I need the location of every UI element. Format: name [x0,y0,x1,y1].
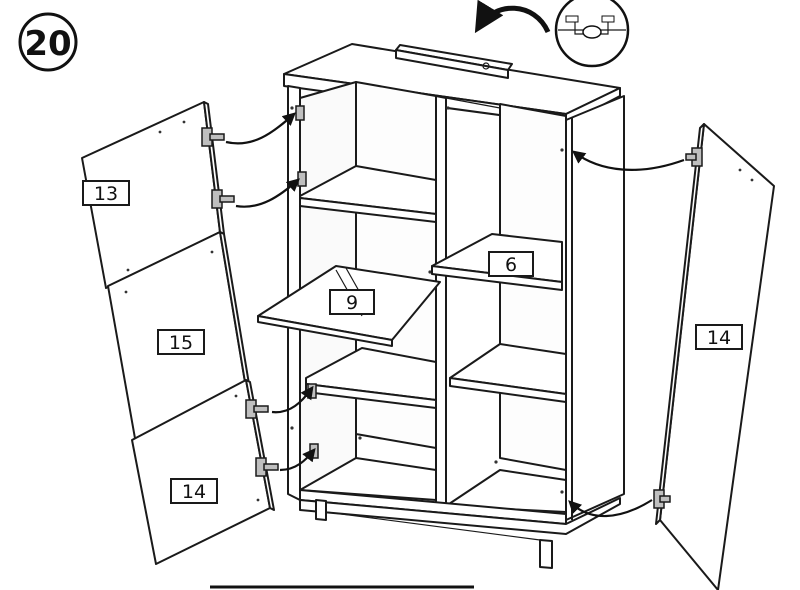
part-label-door-15: 15 [169,332,193,354]
door-hinges [201,127,703,509]
hinge-icon [685,147,703,167]
part-label-door-14-left: 14 [182,481,206,503]
door-14-right: 14 [655,123,775,590]
part-label-door-14-right: 14 [707,327,731,349]
shelf-9: 9 [257,265,441,347]
hinge-icon [201,127,225,147]
hinge-icon [653,489,671,509]
shelf-6: 6 [431,233,563,291]
rotate-hint [474,0,630,68]
hinge-icon [255,457,279,477]
hinge-icon [245,399,269,419]
assembly-arrows [225,112,685,518]
part-label-shelf-6: 6 [505,254,517,276]
part-label-door-13: 13 [94,183,118,205]
spirit-level-icon [395,44,513,79]
hinge-icon [211,189,235,209]
step-number: 20 [24,24,71,64]
rotate-arrow-icon [474,0,551,34]
dowel-holes [290,106,564,494]
step-badge: 20 [18,12,78,72]
part-label-shelf-9: 9 [346,292,358,314]
